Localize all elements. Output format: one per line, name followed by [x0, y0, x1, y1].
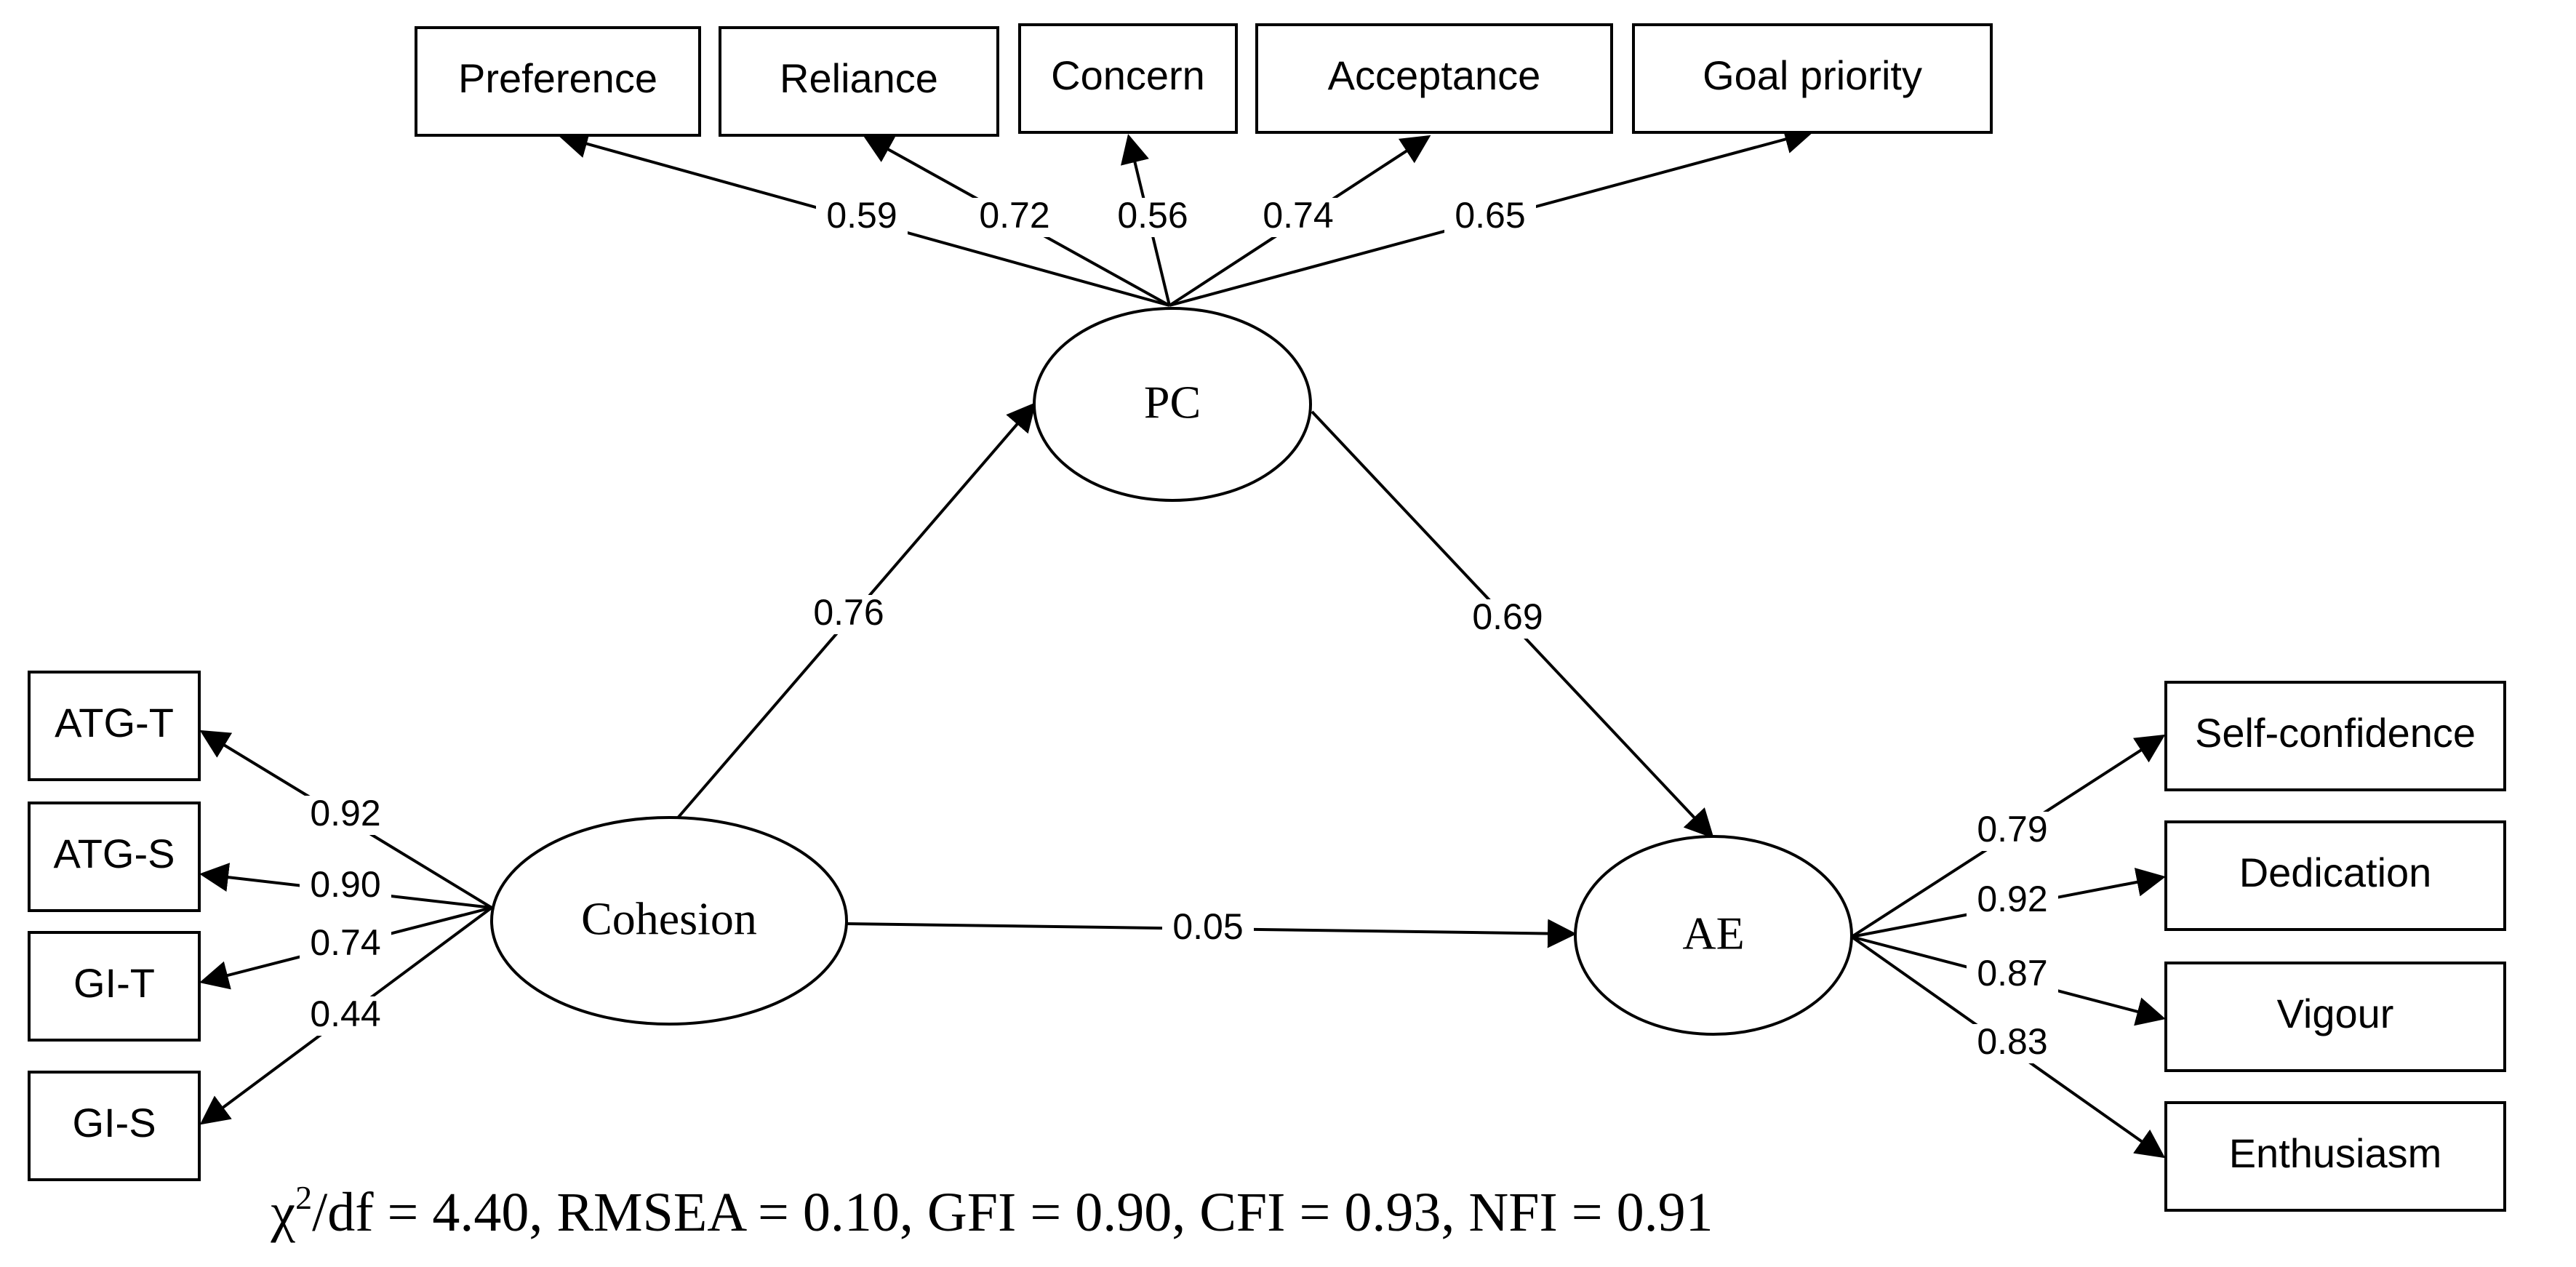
indicator-label: Dedication	[2239, 850, 2432, 895]
coef-ae-self-confidence: 0.79	[1967, 809, 2058, 851]
latent-ae: AE	[1574, 835, 1853, 1036]
latent-label: PC	[1144, 377, 1201, 428]
svg-text:0.56: 0.56	[1117, 195, 1188, 236]
svg-text:0.05: 0.05	[1172, 906, 1243, 947]
coef-cohesion-ae: 0.05	[1162, 906, 1254, 948]
fit-values: /df = 4.40, RMSEA = 0.10, GFI = 0.90, CF…	[312, 1182, 1713, 1243]
indicator-label: Enthusiasm	[2229, 1130, 2442, 1176]
coef-ae-enthusiasm: 0.83	[1967, 1021, 2058, 1063]
fit-chi-superscript: 2	[295, 1179, 312, 1216]
latent-label: Cohesion	[581, 893, 757, 945]
coef-pc-reliance: 0.72	[969, 195, 1060, 237]
coef-pc-concern: 0.56	[1107, 195, 1199, 237]
latent-label: AE	[1682, 908, 1744, 959]
fit-statistics: χ2/df = 4.40, RMSEA = 0.10, GFI = 0.90, …	[270, 1179, 1713, 1243]
indicator-label: Goal priority	[1703, 52, 1922, 98]
coef-cohesion-gi-t: 0.74	[300, 922, 391, 964]
indicator-dedication: Dedication	[2164, 820, 2506, 931]
latent-pc: PC	[1033, 307, 1312, 502]
svg-text:0.87: 0.87	[1977, 953, 2047, 994]
svg-text:0.44: 0.44	[310, 994, 380, 1034]
svg-text:0.79: 0.79	[1977, 809, 2047, 850]
svg-text:0.74: 0.74	[1263, 195, 1333, 236]
indicator-atg-s: ATG-S	[28, 802, 201, 912]
indicator-enthusiasm: Enthusiasm	[2164, 1101, 2506, 1212]
fit-chi: χ	[270, 1182, 295, 1243]
indicator-label: Self-confidence	[2195, 710, 2476, 756]
coef-cohesion-atg-t: 0.92	[300, 793, 391, 835]
coef-cohesion-gi-s: 0.44	[300, 994, 391, 1036]
indicator-atg-t: ATG-T	[28, 671, 201, 781]
svg-text:0.90: 0.90	[310, 864, 380, 905]
indicator-label: GI-S	[72, 1100, 156, 1146]
indicator-acceptance: Acceptance	[1255, 23, 1613, 134]
indicator-label: Acceptance	[1328, 52, 1541, 98]
coef-pc-goal-priority: 0.65	[1444, 195, 1536, 237]
coef-ae-dedication: 0.92	[1967, 879, 2058, 921]
indicator-vigour: Vigour	[2164, 962, 2506, 1072]
latent-cohesion: Cohesion	[490, 816, 848, 1026]
indicator-gi-t: GI-T	[28, 931, 201, 1042]
svg-text:0.59: 0.59	[826, 195, 897, 236]
indicator-reliance: Reliance	[719, 26, 999, 137]
svg-text:0.92: 0.92	[310, 793, 380, 834]
coef-pc-acceptance: 0.74	[1252, 195, 1344, 237]
indicator-gi-s: GI-S	[28, 1071, 201, 1181]
indicator-label: Preference	[458, 55, 657, 101]
svg-text:0.74: 0.74	[310, 922, 380, 963]
indicator-label: Reliance	[780, 55, 938, 101]
indicator-label: ATG-S	[54, 831, 175, 876]
svg-text:0.72: 0.72	[979, 195, 1049, 236]
indicator-self-confidence: Self-confidence	[2164, 681, 2506, 791]
indicator-label: ATG-T	[55, 700, 174, 746]
indicator-label: Concern	[1051, 52, 1205, 98]
indicator-preference: Preference	[415, 26, 701, 137]
coef-cohesion-pc: 0.76	[803, 592, 895, 634]
coef-pc-ae: 0.69	[1462, 596, 1553, 639]
svg-text:0.92: 0.92	[1977, 879, 2047, 919]
svg-text:0.65: 0.65	[1455, 195, 1525, 236]
indicator-goal-priority: Goal priority	[1632, 23, 1993, 134]
indicator-label: Vigour	[2277, 991, 2394, 1036]
coef-pc-preference: 0.59	[816, 195, 908, 237]
coef-ae-vigour: 0.87	[1967, 953, 2058, 995]
indicator-concern: Concern	[1018, 23, 1238, 134]
svg-text:0.76: 0.76	[813, 592, 884, 633]
coef-cohesion-atg-s: 0.90	[300, 864, 391, 906]
indicator-label: GI-T	[73, 960, 155, 1006]
svg-text:0.69: 0.69	[1472, 596, 1543, 637]
svg-text:0.83: 0.83	[1977, 1021, 2047, 1062]
